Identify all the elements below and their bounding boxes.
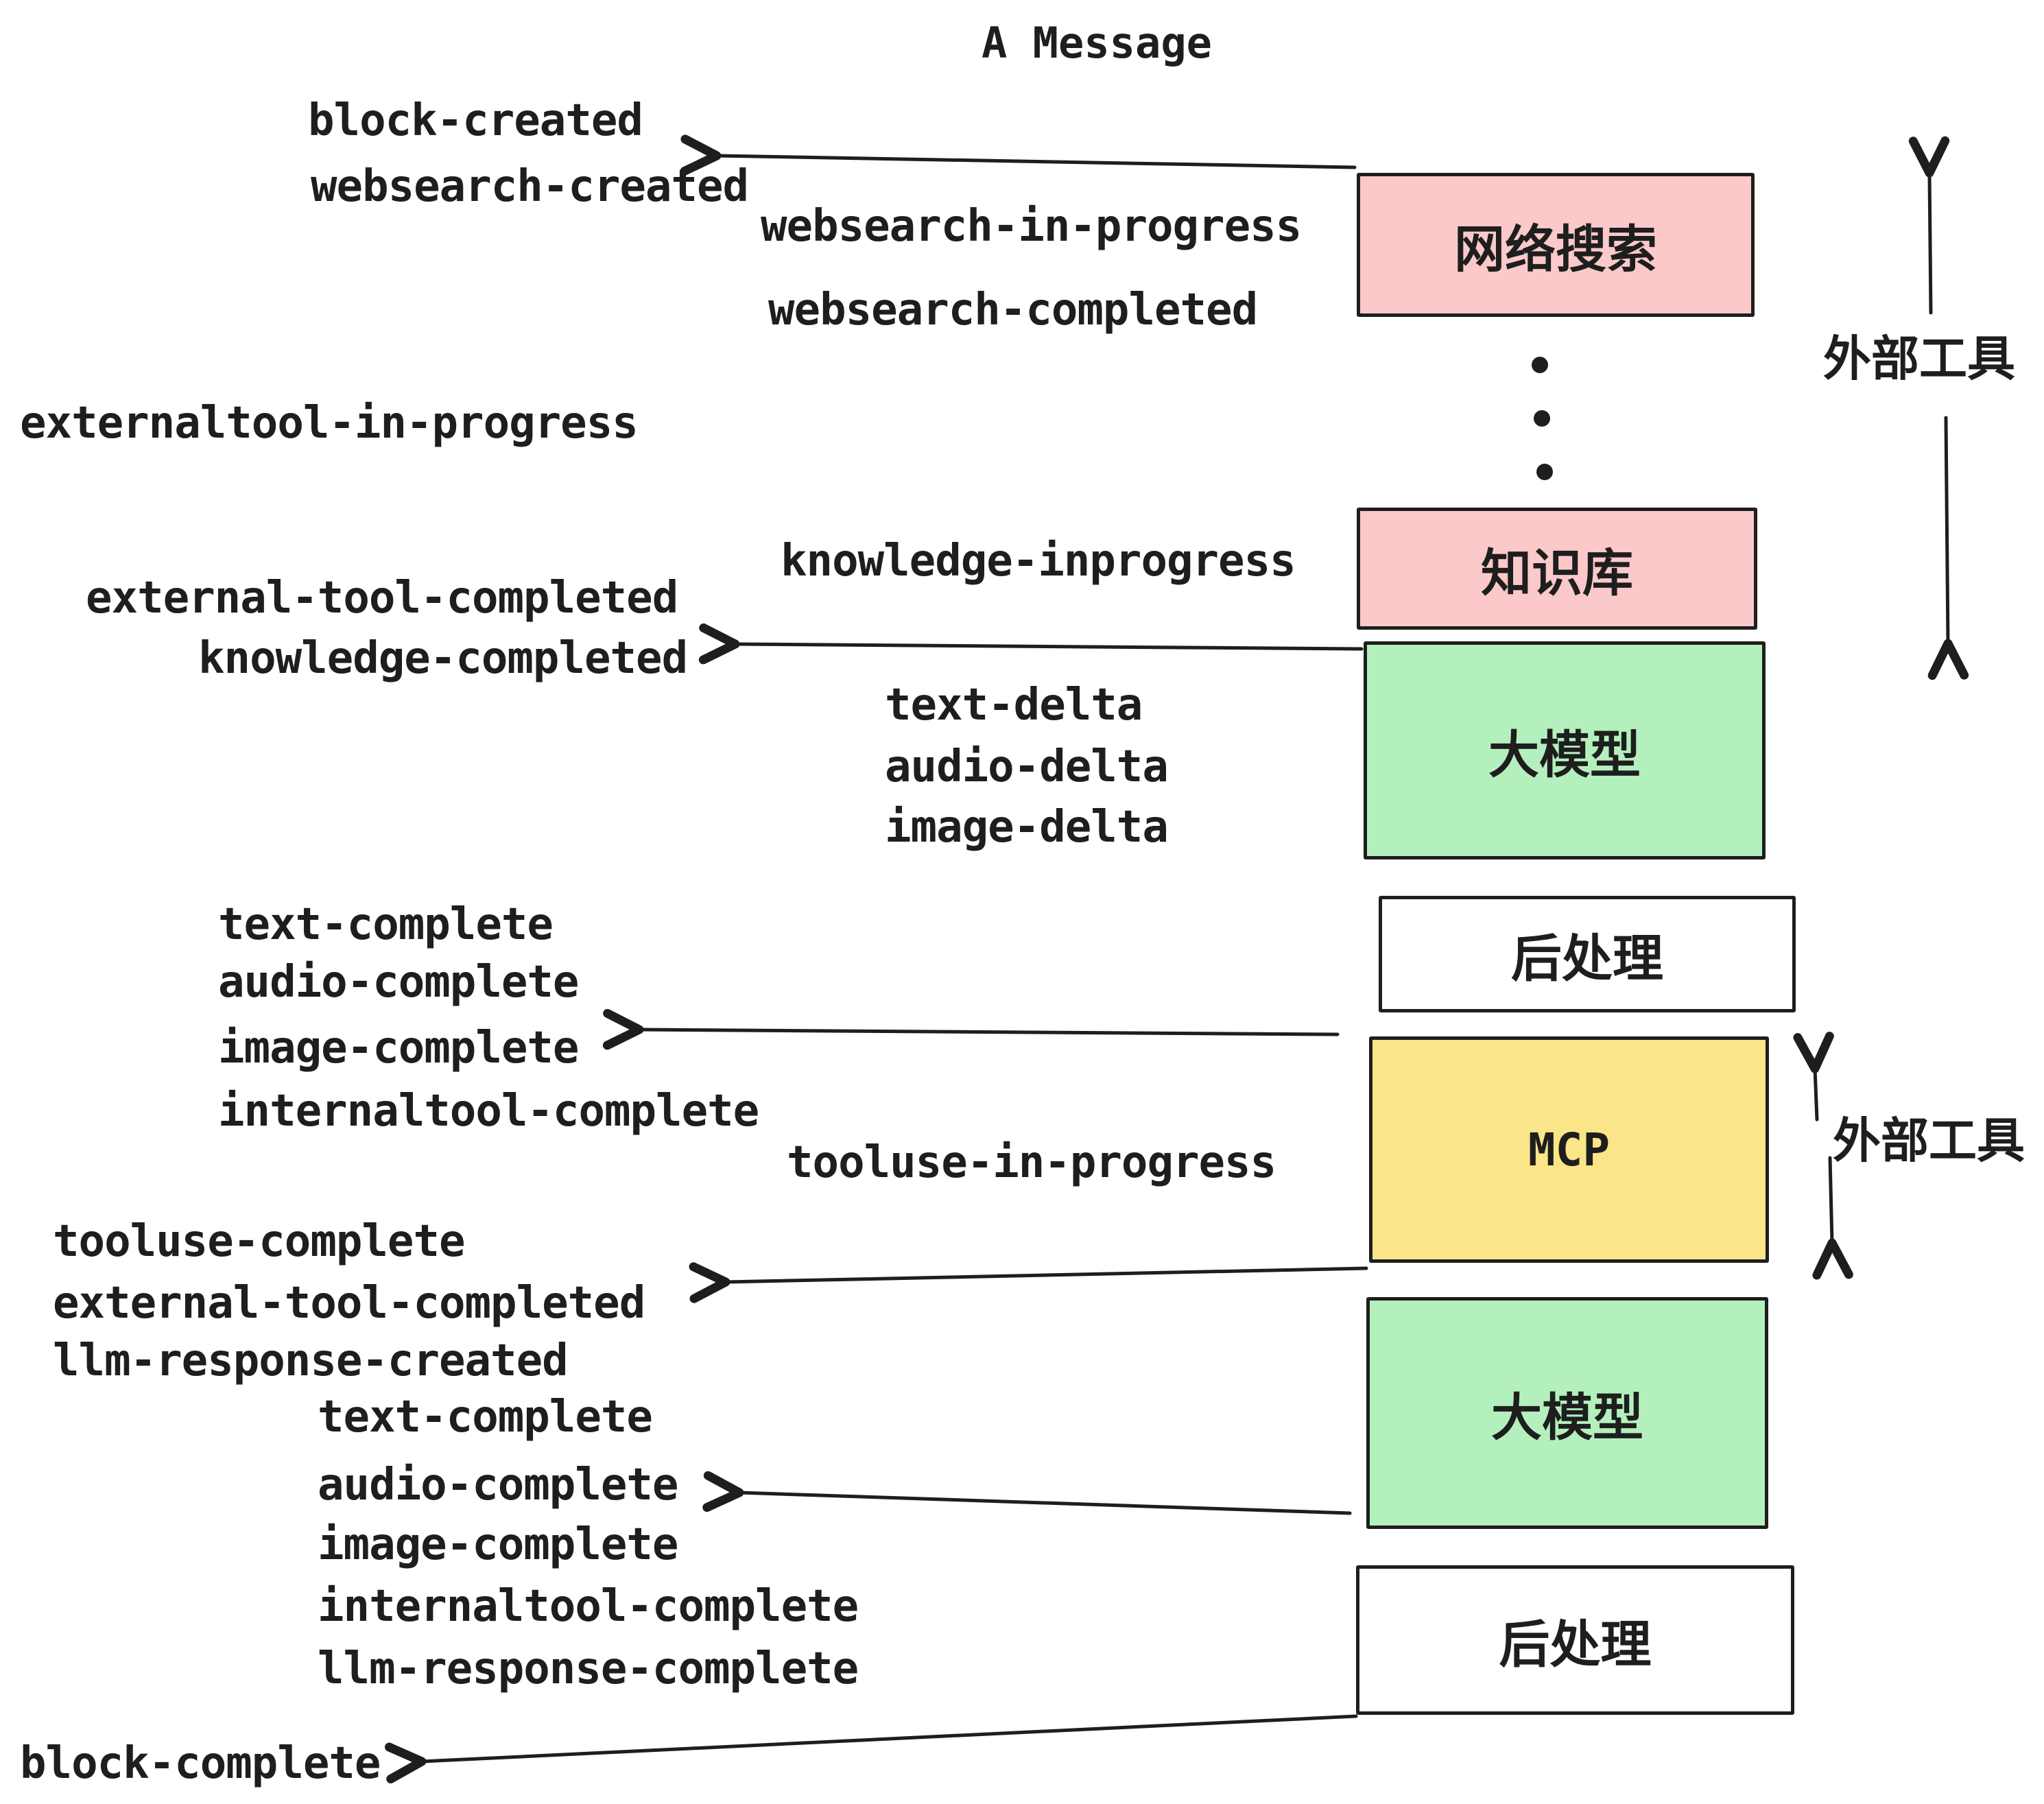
box-llm-1: 大模型 [1364,641,1766,859]
event-image-complete-2: image-complete [318,1519,678,1570]
box-websearch: 网络搜索 [1357,173,1755,317]
external-tools-arrow-down-1 [1927,416,1969,680]
event-knowledge-completed: knowledge-completed [198,633,688,684]
arrow-to-block-complete [384,1714,1358,1783]
external-tools-arrow-up-2 [1793,1032,1834,1121]
event-llm-response-complete: llm-response-complete [318,1643,859,1694]
arrow-to-audio-complete [702,1471,1352,1515]
event-tooluse-in-progress: tooluse-in-progress [787,1137,1276,1188]
event-text-complete-2: text-complete [318,1392,653,1443]
diagram-title: A Message [982,18,1212,68]
event-externaltool-in-progress: externaltool-in-progress [20,398,639,449]
label-external-tools-1: 外部工具 [1823,331,2015,387]
event-internaltool-complete-2: internaltool-complete [318,1581,859,1632]
event-image-complete-1: image-complete [218,1023,579,1073]
arrow-to-knowledge-completed [698,623,1364,665]
box-knowledge: 知识库 [1357,508,1757,630]
event-image-delta-1: image-delta [885,802,1169,853]
event-audio-complete-1: audio-complete [218,957,579,1008]
external-tools-arrow-down-2 [1812,1156,1853,1280]
event-knowledge-inprogress: knowledge-inprogress [781,536,1296,586]
event-block-complete: block-complete [20,1738,381,1789]
box-mcp: MCP [1369,1036,1769,1263]
event-block-created: block-created [308,95,643,146]
box-postprocess-1: 后处理 [1379,896,1796,1012]
arrow-to-tooluse-complete [689,1262,1368,1303]
event-websearch-created: websearch-created [311,161,749,212]
event-text-complete-1: text-complete [218,899,554,950]
arrow-to-block-created [680,134,1357,176]
event-text-delta-1: text-delta [885,680,1143,731]
event-websearch-completed: websearch-completed [768,285,1258,335]
external-tools-arrow-up-1 [1908,136,1950,315]
ellipsis-dots [1532,357,1553,480]
label-external-tools-2: 外部工具 [1833,1113,2025,1169]
event-tooluse-complete: tooluse-complete [53,1216,465,1267]
arrow-to-image-complete [602,1008,1340,1050]
event-audio-delta-1: audio-delta [885,741,1169,792]
event-external-tool-completed-2: external-tool-completed [53,1278,645,1329]
event-llm-response-created: llm-response-created [53,1336,569,1386]
box-llm-2: 大模型 [1366,1297,1768,1529]
event-external-tool-completed-1: external-tool-completed [86,573,678,624]
event-audio-complete-2: audio-complete [318,1460,678,1510]
box-postprocess-2: 后处理 [1356,1565,1794,1715]
event-internaltool-complete-1: internaltool-complete [218,1086,759,1137]
event-websearch-in-progress: websearch-in-progress [761,201,1302,252]
